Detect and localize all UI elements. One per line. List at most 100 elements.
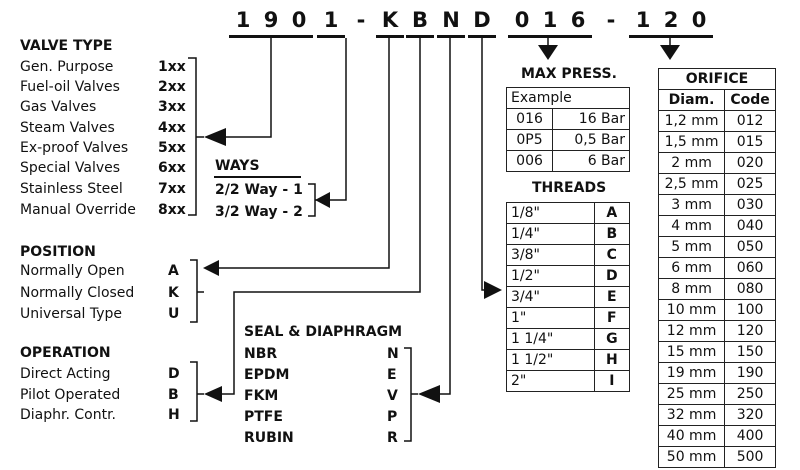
orifice-code: 150 <box>724 341 776 363</box>
valve-type-label: Manual Override <box>20 202 136 218</box>
orifice-code: 250 <box>724 383 776 405</box>
code-underline <box>285 35 313 38</box>
thread-size: 1/4" <box>506 223 595 245</box>
seal-code: E <box>387 367 397 383</box>
thread-code: H <box>593 349 631 371</box>
orifice-code: 040 <box>724 215 776 237</box>
seal-code: N <box>387 346 399 362</box>
valve-type-label: Gas Valves <box>20 99 97 115</box>
arrow-ways <box>315 192 330 208</box>
orifice-diam: 50 mm <box>657 446 726 468</box>
code-char: 0 <box>514 8 530 32</box>
leader-seal <box>440 38 451 395</box>
operation-label: Direct Acting <box>20 366 111 382</box>
thread-size: 1 1/4" <box>506 328 595 350</box>
code-dash: - <box>606 8 616 32</box>
valve-type-label: Fuel-oil Valves <box>20 79 120 95</box>
orifice-diam: 40 mm <box>657 425 726 447</box>
ways-item: 3/2 Way - 2 <box>215 204 303 220</box>
code-char: B <box>411 8 428 32</box>
orifice-code: 190 <box>724 362 776 384</box>
seal-label: FKM <box>244 388 279 404</box>
orifice-diam: 10 mm <box>657 299 726 321</box>
arrow-max-press <box>538 45 558 60</box>
valve-type-label: Special Valves <box>20 160 121 176</box>
orifice-diam: 4 mm <box>657 215 726 237</box>
orifice-code: 015 <box>724 131 776 153</box>
orifice-diam: 1,5 mm <box>657 131 726 153</box>
code-char: D <box>473 8 491 32</box>
code-char: 0 <box>291 8 307 32</box>
code-underline <box>468 35 496 38</box>
thread-size: 3/4" <box>506 286 595 308</box>
position-bracket <box>190 259 204 323</box>
code-char: 6 <box>570 8 586 32</box>
table-row: 006 6 Bar <box>505 150 630 172</box>
arrow-orifice <box>660 45 680 60</box>
orifice-diam: 12 mm <box>657 320 726 342</box>
code-char: 1 <box>323 8 339 32</box>
orifice-code: 100 <box>724 299 776 321</box>
table-row: Diam. Code <box>657 89 776 111</box>
thread-size: 1" <box>506 307 595 329</box>
orifice-code: 060 <box>724 257 776 279</box>
code-underline <box>376 35 404 38</box>
code-char: 9 <box>263 8 279 32</box>
orifice-diam: 32 mm <box>657 404 726 426</box>
operation-code: H <box>168 407 180 423</box>
table-row: 1/8"A <box>506 202 631 224</box>
valve-type-label: Gen. Purpose <box>20 59 114 75</box>
thread-code: G <box>593 328 631 350</box>
table-row: 3/4"E <box>506 286 631 308</box>
seal-label: RUBIN <box>244 430 294 446</box>
threads-title: THREADS <box>532 180 607 196</box>
orifice-diam: 3 mm <box>657 194 726 216</box>
thread-code: F <box>593 307 631 329</box>
orifice-code: 025 <box>724 173 776 195</box>
table-row: 1"F <box>506 307 631 329</box>
orifice-code: 120 <box>724 320 776 342</box>
leader-ways <box>330 38 347 201</box>
position-code: A <box>168 263 179 279</box>
code-char: 0 <box>691 8 707 32</box>
seal-label: PTFE <box>244 409 283 425</box>
max-press-value: 16 Bar <box>552 108 630 130</box>
max-press-value: 6 Bar <box>552 150 630 172</box>
code-underline <box>437 35 465 38</box>
max-press-value: 0,5 Bar <box>552 129 630 151</box>
thread-code: A <box>593 202 631 224</box>
arrow-threads <box>484 281 502 299</box>
operation-code: B <box>168 387 179 403</box>
orifice-code: 012 <box>724 110 776 132</box>
orifice-diam: 15 mm <box>657 341 726 363</box>
arrow-operation <box>204 386 222 402</box>
position-label: Normally Closed <box>20 285 135 301</box>
position-label: Normally Open <box>20 263 125 279</box>
operation-label: Diaphr. Contr. <box>20 407 117 423</box>
table-row: 016 16 Bar <box>505 108 630 130</box>
code-char: K <box>381 8 399 32</box>
max-press-title: MAX PRESS. <box>521 66 617 82</box>
valve-type-label: Steam Valves <box>20 120 115 136</box>
ways-divider <box>214 176 301 178</box>
valve-type-code: 2xx <box>158 79 186 95</box>
thread-code: E <box>593 286 631 308</box>
leader-operation <box>222 38 421 395</box>
thread-code: C <box>593 244 631 266</box>
operation-label: Pilot Operated <box>20 387 121 403</box>
thread-code: B <box>593 223 631 245</box>
table-row: 2"I <box>506 370 631 392</box>
orifice-diam: 1,2 mm <box>657 110 726 132</box>
